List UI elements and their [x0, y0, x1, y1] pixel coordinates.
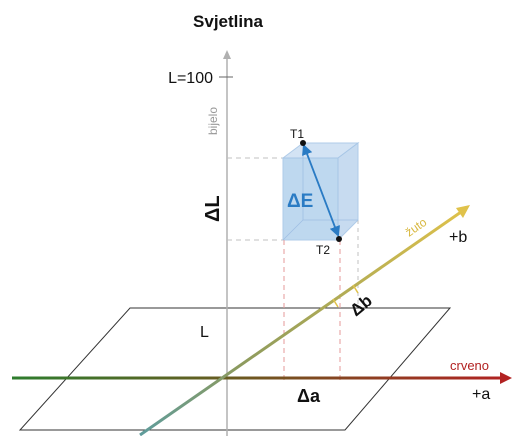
t1-point	[300, 140, 306, 146]
diagram-title: Svjetlina	[193, 12, 263, 31]
a-axis-arrowhead	[500, 372, 512, 384]
l-axis-arrowhead	[223, 50, 231, 59]
delta-l-label: ΔL	[202, 195, 224, 222]
t2-point	[336, 236, 342, 242]
plus-b-label: +b	[449, 229, 467, 246]
delta-e-arrow	[302, 143, 340, 238]
crveno-label: crveno	[450, 358, 489, 373]
plus-a-label: +a	[472, 386, 490, 403]
delta-a-label: Δa	[297, 386, 321, 406]
ab-plane	[18, 307, 452, 431]
delta-b-label: Δb	[346, 291, 376, 320]
b-axis	[139, 210, 462, 436]
t1-label: T1	[290, 127, 304, 141]
delta-b-tick-2	[352, 284, 359, 294]
bijelo-label: bijelo	[206, 107, 220, 135]
delta-b-tick-1	[332, 298, 339, 308]
delta-e-box-back-diag	[282, 219, 304, 241]
l100-label: L=100	[168, 70, 213, 87]
b-axis-arrowhead	[456, 205, 470, 218]
delta-e-label: ΔE	[287, 191, 313, 212]
t2-label: T2	[316, 243, 330, 257]
delta-e-box-side	[337, 142, 359, 242]
l-label: L	[200, 324, 209, 341]
